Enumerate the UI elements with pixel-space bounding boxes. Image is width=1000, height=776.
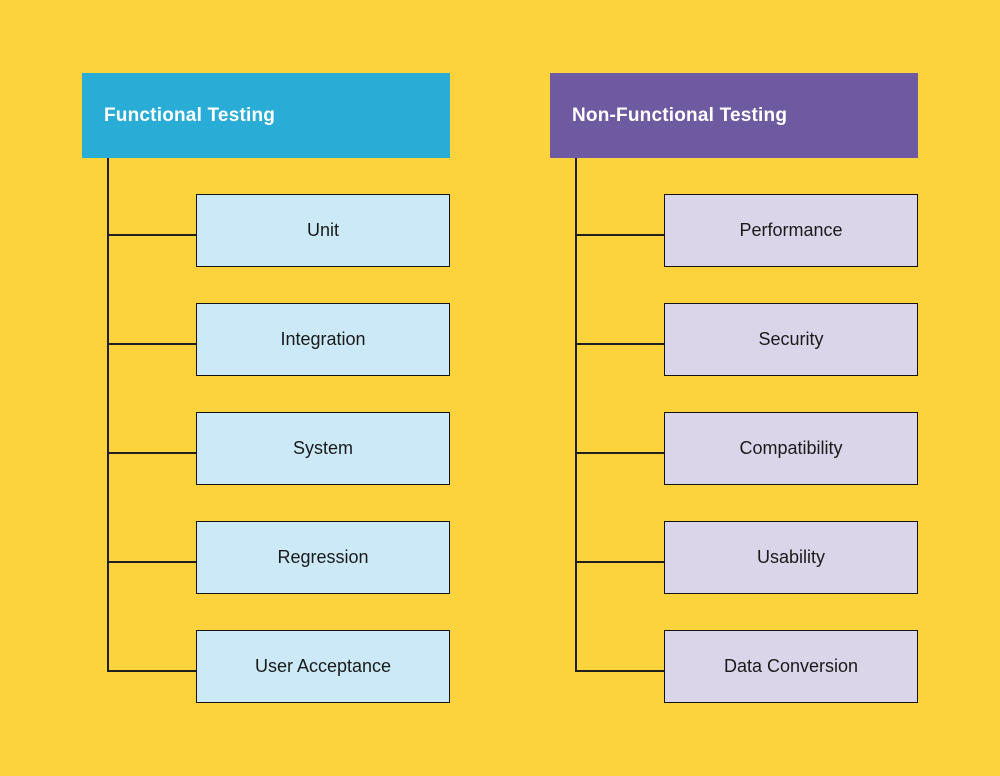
connector-branch-line <box>575 452 664 454</box>
connector-branch-line <box>107 234 196 236</box>
node-integration: Integration <box>196 303 450 376</box>
connector-branch-line <box>107 561 196 563</box>
connector-branch-line <box>575 670 664 672</box>
node-system: System <box>196 412 450 485</box>
connector-vertical-line <box>575 158 577 672</box>
node-unit: Unit <box>196 194 450 267</box>
node-compatibility: Compatibility <box>664 412 918 485</box>
connector-branch-line <box>575 234 664 236</box>
node-usability: Usability <box>664 521 918 594</box>
non-functional-testing-header: Non-Functional Testing <box>550 73 918 158</box>
connector-branch-line <box>107 343 196 345</box>
node-data-conversion: Data Conversion <box>664 630 918 703</box>
non-functional-testing-title: Non-Functional Testing <box>572 104 788 126</box>
connector-branch-line <box>107 452 196 454</box>
node-performance: Performance <box>664 194 918 267</box>
functional-testing-title: Functional Testing <box>104 104 276 126</box>
node-user-acceptance: User Acceptance <box>196 630 450 703</box>
functional-testing-header: Functional Testing <box>82 73 450 158</box>
connector-vertical-line <box>107 158 109 672</box>
connector-branch-line <box>107 670 196 672</box>
node-security: Security <box>664 303 918 376</box>
node-regression: Regression <box>196 521 450 594</box>
connector-branch-line <box>575 561 664 563</box>
connector-branch-line <box>575 343 664 345</box>
